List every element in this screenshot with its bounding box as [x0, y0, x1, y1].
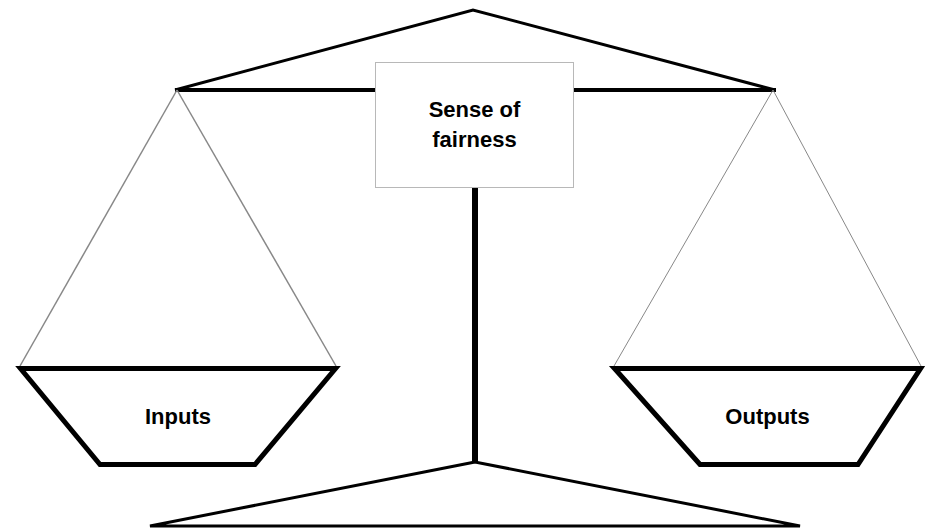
scale-base	[150, 462, 800, 526]
pan-shape	[615, 369, 921, 465]
pan-label: Inputs	[145, 402, 211, 432]
concept-box: Sense of fairness	[375, 62, 574, 188]
pan-shape	[21, 369, 336, 465]
pan-string	[177, 90, 336, 366]
text-group: Inputs	[145, 402, 211, 432]
pan-string	[614, 90, 773, 366]
pan-string	[20, 90, 177, 366]
pan-string	[773, 90, 921, 366]
scale-pan: Inputs	[18, 366, 338, 467]
text-group: Outputs	[725, 402, 809, 432]
scale-pan: Outputs	[612, 366, 923, 467]
scale-pole	[472, 186, 478, 463]
concept-label: Sense of fairness	[410, 95, 540, 155]
text-group: Sense of fairness	[410, 95, 540, 155]
pan-label: Outputs	[725, 402, 809, 432]
